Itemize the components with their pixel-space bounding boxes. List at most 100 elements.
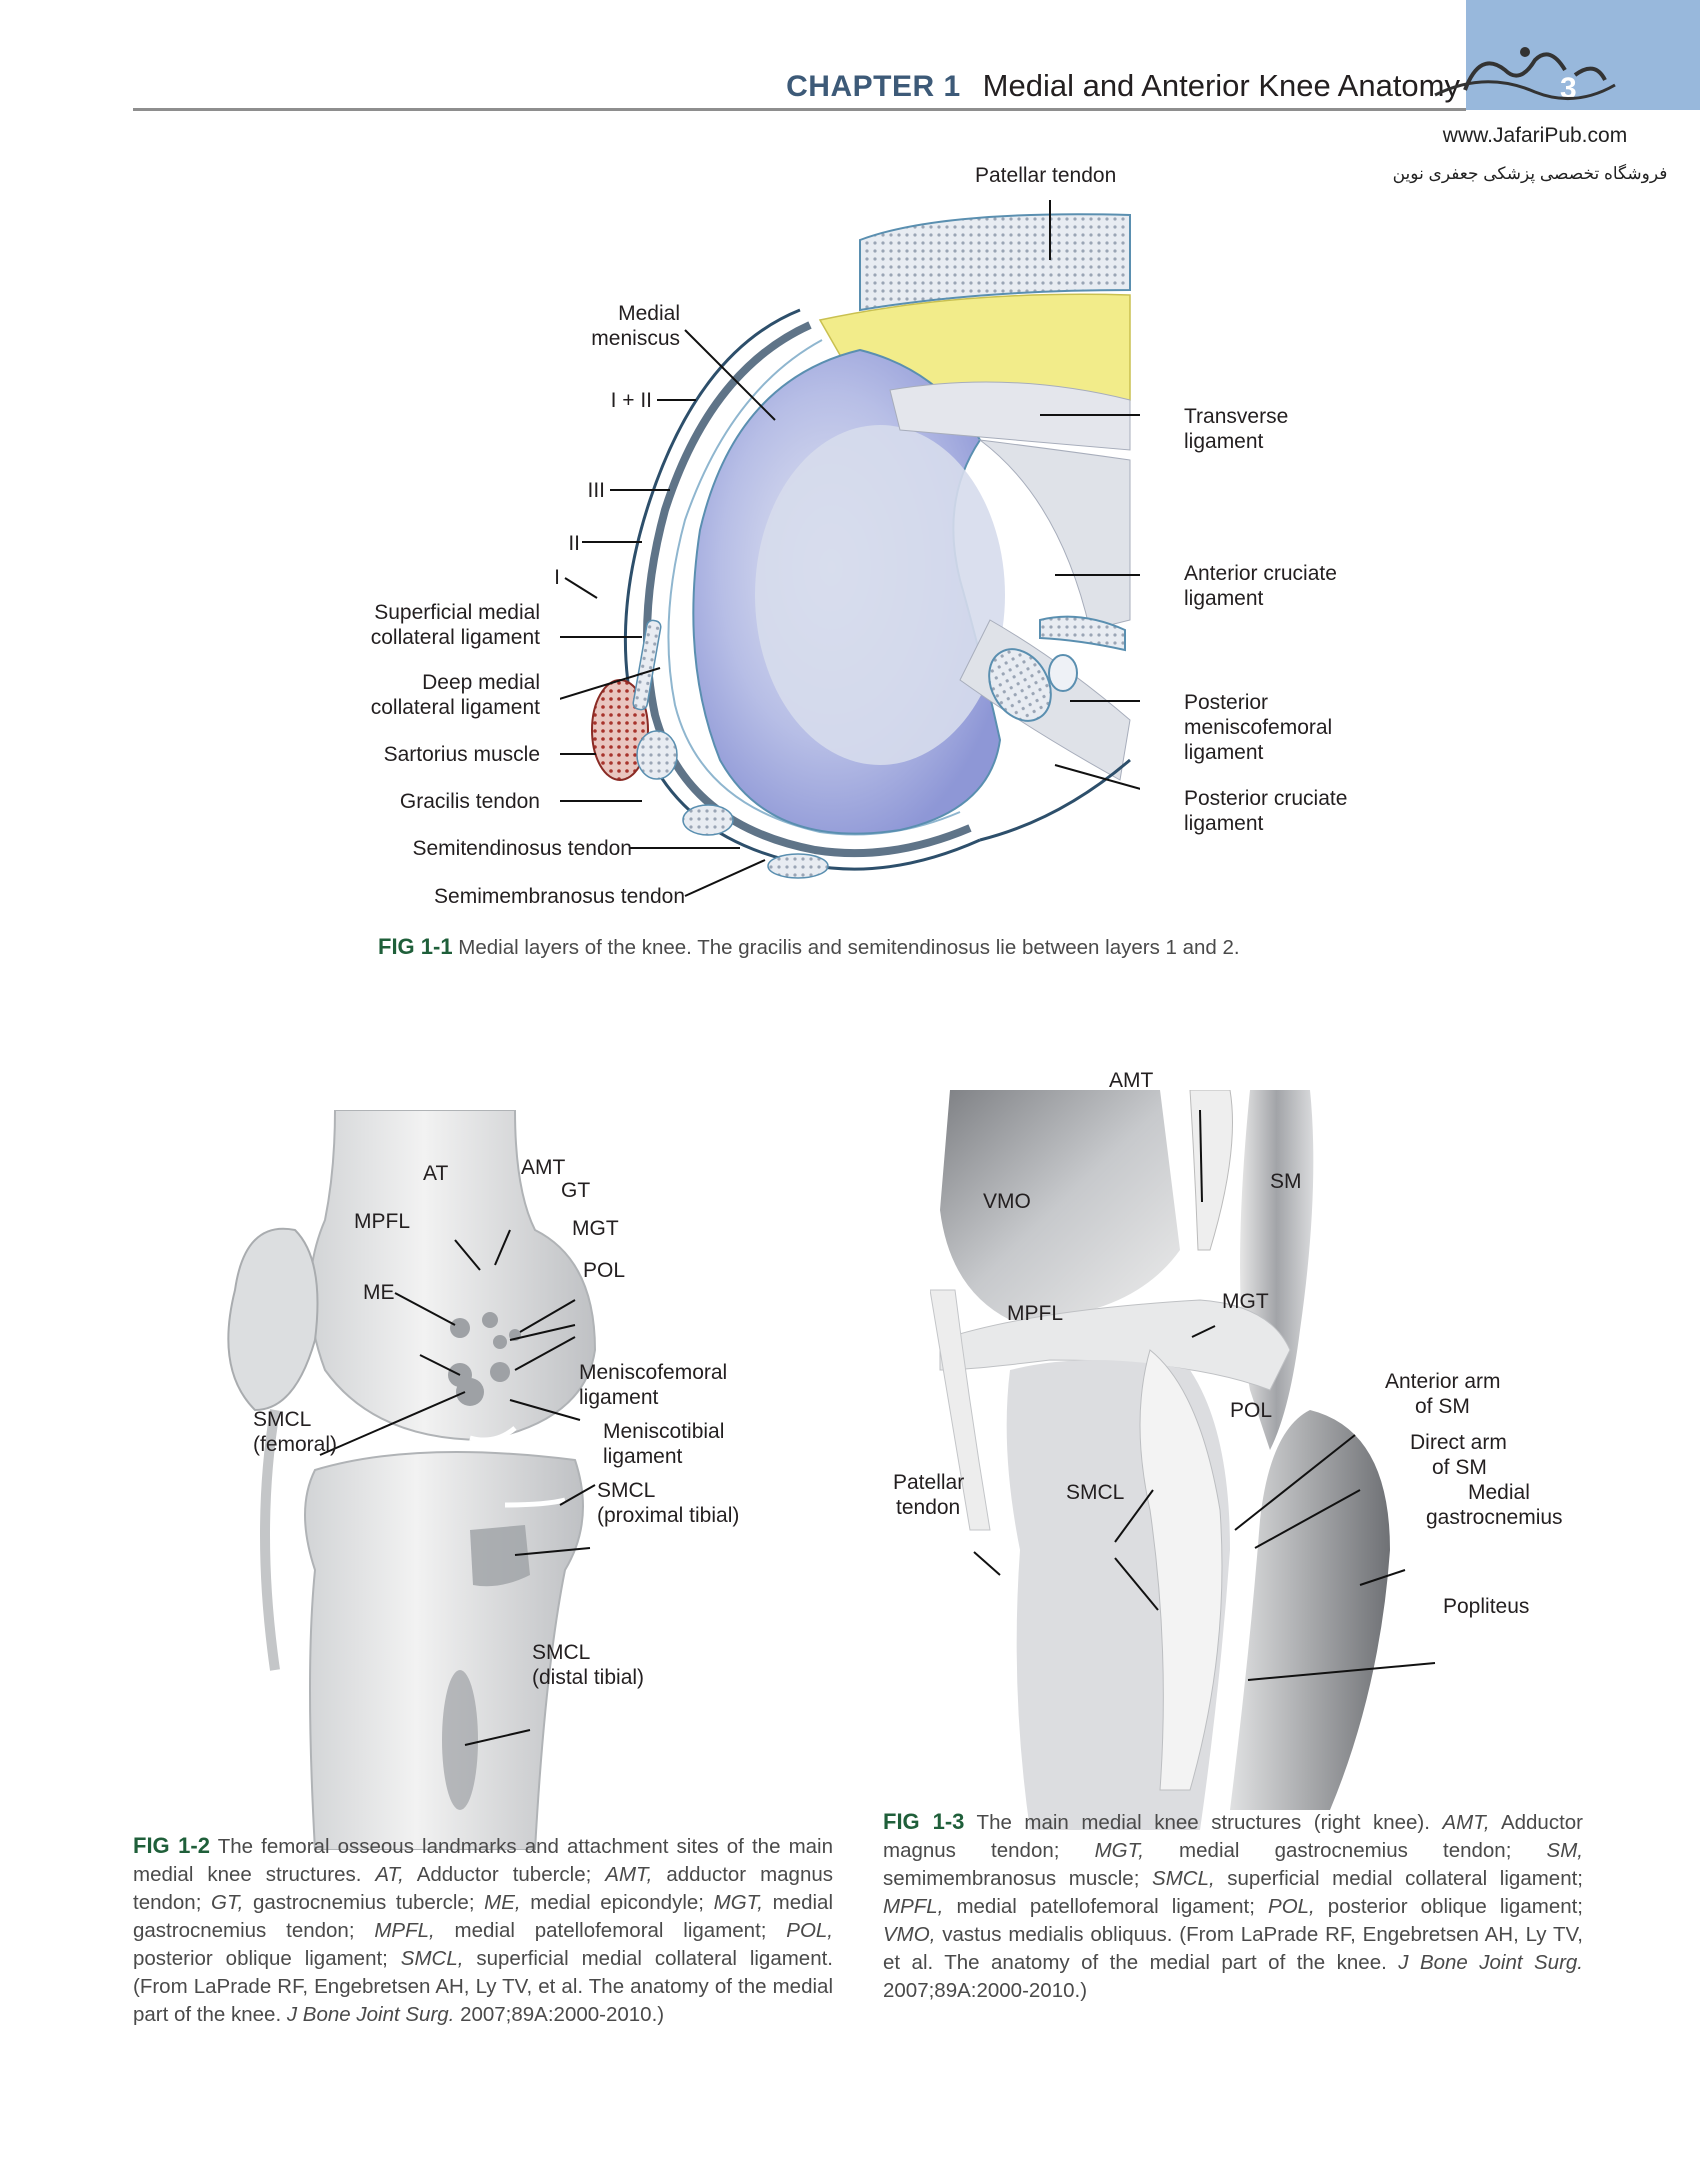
label-patellar-1: Patellar bbox=[893, 1471, 965, 1494]
caption-fig2-part: adductor magnus tendon; bbox=[133, 1863, 833, 1914]
knee-cross-section-illustration bbox=[560, 200, 1140, 897]
caption-fig2-part: posterior oblique ligament; bbox=[133, 1947, 401, 1970]
caption-fig-1-3-number: FIG 1-3 bbox=[883, 1809, 965, 1834]
label-direct-arm-2: of SM bbox=[1432, 1456, 1487, 1479]
label-semitendinosus: Semitendinosus tendon bbox=[412, 837, 633, 860]
chapter-number: CHAPTER 1 bbox=[786, 70, 961, 103]
caption-fig2-part: superficial medial collateral ligament. … bbox=[133, 1947, 834, 2026]
label-smcl-femoral-2: (femoral) bbox=[253, 1433, 338, 1456]
label-acl-1: Anterior cruciate bbox=[1184, 562, 1337, 585]
caption-fig-1-1-text: Medial layers of the knee. The gracilis … bbox=[458, 936, 1240, 959]
label-mtl-1: Meniscotibial bbox=[603, 1420, 725, 1443]
label-layer-1-2: I + II bbox=[610, 389, 652, 412]
figure-1-3: AMT VMO SM MPFL MGT Anterior arm of SM P… bbox=[850, 1060, 1700, 2060]
caption-fig2-part: MPFL, bbox=[374, 1919, 435, 1942]
caption-fig2-part: AMT, bbox=[605, 1863, 653, 1886]
label-amt: AMT bbox=[1109, 1069, 1154, 1092]
caption-fig-1-3: FIG 1-3 The main medial knee structures … bbox=[883, 1808, 1583, 2005]
label-vmo: VMO bbox=[983, 1190, 1031, 1213]
running-header: CHAPTER 1 Medial and Anterior Knee Anatom… bbox=[700, 68, 1460, 112]
caption-fig2-part: medial epicondyle; bbox=[520, 1891, 714, 1914]
caption-fig3-part: superficial medial collateral ligament; bbox=[1214, 1867, 1583, 1890]
caption-fig3-part: 2007;89A:2000-2010.) bbox=[883, 1979, 1088, 2002]
figure-1-1: Patellar tendon Medial meniscus I + II I… bbox=[0, 0, 1700, 980]
label-dmcl-1: Deep medial bbox=[422, 671, 540, 694]
label-anterior-arm-2: of SM bbox=[1415, 1395, 1470, 1418]
label-acl-2: ligament bbox=[1184, 587, 1264, 610]
caption-fig3-part: medial patellofemoral ligament; bbox=[943, 1895, 1269, 1918]
label-gracilis: Gracilis tendon bbox=[399, 790, 540, 813]
caption-fig2-part: The femoral osseous landmarks and attach… bbox=[133, 1835, 834, 1886]
caption-fig2-part: AT, bbox=[375, 1863, 404, 1886]
caption-fig3-part: medial gastrocnemius tendon; bbox=[1143, 1839, 1547, 1862]
medial-knee-structures-illustration bbox=[930, 1090, 1436, 1830]
caption-fig3-part: SMCL, bbox=[1152, 1867, 1215, 1890]
label-direct-arm-1: Direct arm bbox=[1410, 1431, 1507, 1454]
caption-fig3-part: J Bone Joint Surg. bbox=[1398, 1951, 1584, 1974]
caption-fig2-part: medial gastrocnemius tendon; bbox=[133, 1891, 834, 1942]
label-pmfl-1: Posterior bbox=[1184, 691, 1269, 714]
label-sm: SM bbox=[1270, 1170, 1302, 1193]
chapter-title: Medial and Anterior Knee Anatomy bbox=[982, 68, 1460, 103]
caption-fig3-part: posterior oblique ligament; bbox=[1314, 1895, 1584, 1918]
label-dmcl-2: collateral ligament bbox=[370, 696, 540, 719]
femur-tibia-illustration bbox=[227, 1110, 597, 1850]
header-rule bbox=[133, 108, 1466, 111]
caption-fig-1-2: FIG 1-2 The femoral osseous landmarks an… bbox=[133, 1832, 833, 2029]
caption-fig3-part: MPFL, bbox=[883, 1895, 944, 1918]
label-patellar-tendon: Patellar tendon bbox=[975, 164, 1117, 187]
label-smcl-proximal-1: SMCL bbox=[597, 1479, 656, 1502]
label-smcl-femoral-1: SMCL bbox=[253, 1408, 312, 1431]
label-gt: GT bbox=[561, 1179, 591, 1202]
label-pcl-1: Posterior cruciate bbox=[1184, 787, 1348, 810]
label-smcl: SMCL bbox=[1066, 1481, 1125, 1504]
watermark-url: www.JafariPub.com bbox=[1442, 124, 1628, 147]
caption-fig-1-2-text: The femoral osseous landmarks and attach… bbox=[133, 1835, 833, 2026]
label-transverse-2: ligament bbox=[1184, 430, 1264, 453]
page-number: 3 bbox=[1560, 72, 1577, 105]
label-pmfl-2: meniscofemoral bbox=[1184, 716, 1333, 739]
label-smcl-distal-2: (distal tibial) bbox=[532, 1666, 645, 1689]
caption-fig3-part: AMT, bbox=[1442, 1811, 1490, 1834]
label-mgt: MGT bbox=[1222, 1290, 1269, 1313]
label-medial-gastrocnemius-1: Medial bbox=[1468, 1481, 1530, 1504]
caption-fig3-part: vastus medialis obliquus. (From LaPrade … bbox=[883, 1923, 1583, 1974]
label-smcl-2: collateral ligament bbox=[370, 626, 540, 649]
label-anterior-arm-1: Anterior arm bbox=[1385, 1370, 1501, 1393]
caption-fig2-part: MGT, bbox=[713, 1891, 763, 1914]
label-popliteus: Popliteus bbox=[1443, 1595, 1530, 1618]
label-semimembranosus: Semimembranosus tendon bbox=[434, 885, 685, 908]
label-patellar-2: tendon bbox=[896, 1496, 961, 1519]
caption-fig2-part: Adductor tubercle; bbox=[403, 1863, 606, 1886]
caption-fig2-part: ME, bbox=[484, 1891, 521, 1914]
caption-fig2-part: J Bone Joint Surg. bbox=[286, 2003, 455, 2026]
caption-fig-1-3-text: The main medial knee structures (right k… bbox=[883, 1811, 1583, 2002]
label-pcl-2: ligament bbox=[1184, 812, 1264, 835]
caption-fig2-part: GT, bbox=[211, 1891, 244, 1914]
caption-fig3-part: VMO, bbox=[883, 1923, 936, 1946]
caption-fig2-part: SMCL, bbox=[400, 1947, 464, 1970]
label-smcl-1: Superficial medial bbox=[374, 601, 540, 624]
caption-fig2-part: medial patellofemoral ligament; bbox=[434, 1919, 787, 1942]
label-medial-gastrocnemius-2: gastrocnemius bbox=[1426, 1506, 1563, 1529]
label-at: AT bbox=[423, 1162, 449, 1185]
caption-fig3-part: MGT, bbox=[1094, 1839, 1144, 1862]
label-layer-3: III bbox=[587, 479, 605, 502]
caption-fig2-part: 2007;89A:2000-2010.) bbox=[454, 2003, 665, 2026]
caption-fig-1-1: FIG 1-1 Medial layers of the knee. The g… bbox=[378, 933, 1378, 962]
label-mpfl: MPFL bbox=[354, 1210, 411, 1233]
label-smcl-distal-1: SMCL bbox=[532, 1641, 591, 1664]
label-smcl-proximal-2: (proximal tibial) bbox=[597, 1504, 740, 1527]
caption-fig3-part: Adductor magnus tendon; bbox=[883, 1811, 1583, 1862]
label-transverse-1: Transverse bbox=[1184, 405, 1289, 428]
label-mgt: MGT bbox=[572, 1217, 619, 1240]
label-mtl-2: ligament bbox=[603, 1445, 683, 1468]
caption-fig2-part: POL, bbox=[786, 1919, 833, 1942]
caption-fig-1-1-number: FIG 1-1 bbox=[378, 934, 453, 959]
label-medial-meniscus-2: meniscus bbox=[591, 327, 680, 350]
watermark-persian: فروشگاه تخصصی پزشکی جعفری نوین bbox=[1392, 164, 1668, 183]
label-pol: POL bbox=[583, 1259, 626, 1282]
label-layer-1: I bbox=[554, 566, 560, 589]
caption-fig3-part: The main medial knee structures (right k… bbox=[964, 1811, 1443, 1834]
publisher-logo-icon bbox=[1434, 47, 1616, 101]
